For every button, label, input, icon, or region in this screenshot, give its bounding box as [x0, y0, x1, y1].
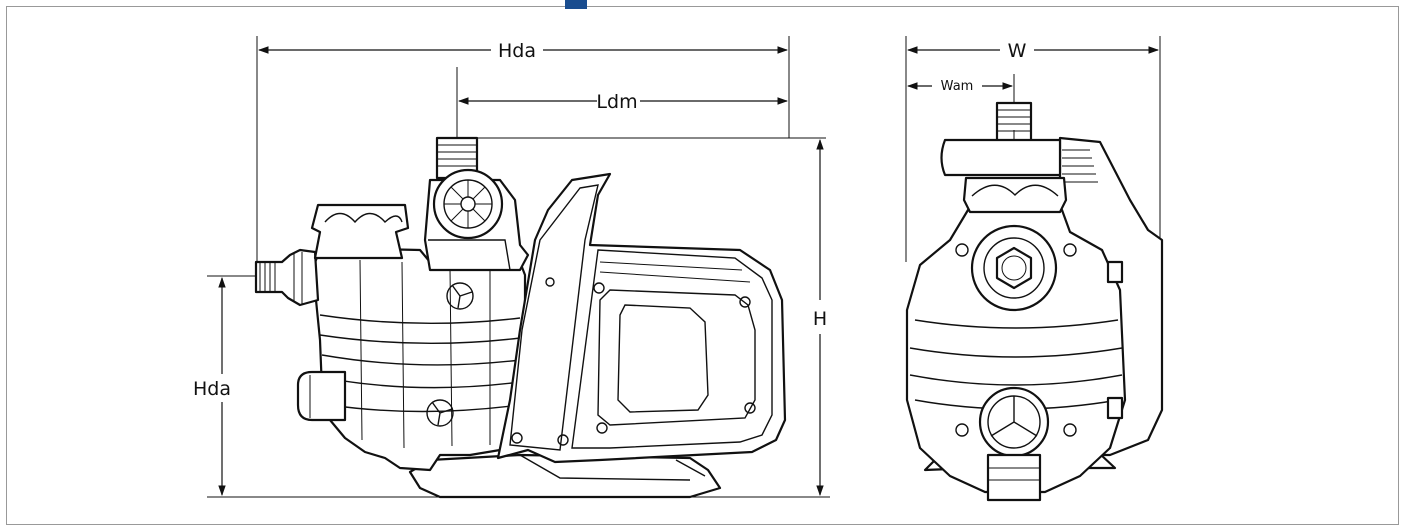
housing-screw-bottom — [426, 399, 454, 427]
suction-height-label: Hda — [193, 378, 231, 400]
priming-cap — [310, 203, 410, 260]
front-housing — [905, 208, 1127, 494]
pump-side-view — [254, 136, 787, 499]
page-border — [6, 6, 1399, 525]
motor-display-frame — [597, 289, 756, 426]
drain-plug — [296, 370, 347, 422]
pump-housing — [308, 246, 527, 472]
half-width-label: Wam — [941, 79, 974, 94]
width-label: W — [1008, 40, 1027, 62]
front-screw — [955, 243, 969, 257]
height-label: H — [813, 308, 827, 330]
motor-display — [617, 304, 709, 413]
pump-front-view — [905, 101, 1164, 502]
front-view-dimensions: W Wam — [905, 36, 1161, 262]
discharge-length-label: Ldm — [596, 91, 637, 113]
motor-screw — [593, 282, 605, 294]
base-foot — [408, 453, 722, 499]
housing-screw-top — [446, 282, 474, 310]
side-view-dimensions: Hda Ldm H Hda — [193, 36, 830, 498]
motor-housing — [496, 172, 787, 464]
accent-tab — [565, 0, 587, 9]
top-width-label: Hda — [498, 40, 536, 62]
